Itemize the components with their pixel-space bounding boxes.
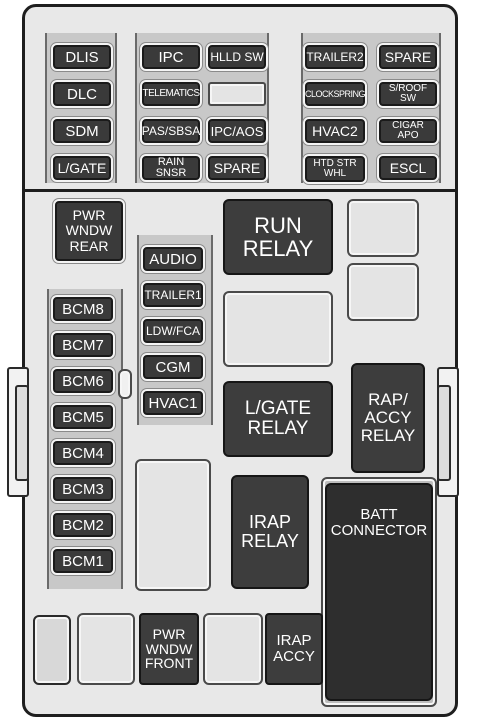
fuse-clockspring: CLOCKSPRING <box>305 82 366 106</box>
fuse-bcm7: BCM7 <box>53 333 113 357</box>
rap-accy-relay: RAP/ ACCY RELAY <box>351 363 425 473</box>
fuse-hlld-sw: HLLD SW <box>208 45 266 69</box>
fuse-bcm8: BCM8 <box>53 297 113 321</box>
fuse-spare-2: SPARE <box>379 45 437 69</box>
fuse-rain-snsr: RAIN SNSR <box>142 156 200 180</box>
fuse-dlc: DLC <box>53 82 111 106</box>
fuse-bcm3: BCM3 <box>53 477 113 501</box>
fuse-bcm6: BCM6 <box>53 369 113 393</box>
fuse-sdm: SDM <box>53 119 111 143</box>
fuse-trailer2: TRAILER2 <box>305 45 365 69</box>
fuse-hvac2: HVAC2 <box>305 119 365 143</box>
batt-connector: BATT CONNECTOR <box>325 483 433 701</box>
bottom-slot-3 <box>203 613 263 685</box>
left-latch-tab <box>15 385 29 481</box>
pwr-wndw-front-relay: PWR WNDW FRONT <box>139 613 199 685</box>
fuse-bcm5: BCM5 <box>53 405 113 429</box>
lgate-relay: L/GATE RELAY <box>223 381 333 457</box>
fuse-cgm: CGM <box>143 355 203 379</box>
fuse-bcm4: BCM4 <box>53 441 113 465</box>
fuse-spare-1: SPARE <box>208 156 266 180</box>
fuse-box-housing: DLIS DLC SDM L/GATE IPC TELEMATICS PAS/S… <box>7 4 459 717</box>
fuse-htd-str-whl: HTD STR WHL <box>305 156 365 182</box>
fuse-ipc: IPC <box>142 45 200 69</box>
bottom-slot-1 <box>33 615 71 685</box>
right-latch-tab <box>437 385 451 481</box>
fuse-ldw-fca: LDW/FCA <box>143 319 203 343</box>
fuse-lgate: L/GATE <box>53 156 111 180</box>
fuse-ipc-aos: IPC/AOS <box>208 119 266 143</box>
fuse-telematics: TELEMATICS <box>142 82 200 106</box>
fuse-bcm2: BCM2 <box>53 513 113 537</box>
fuse-escl: ESCL <box>379 156 437 180</box>
relay-slot-empty-1 <box>223 291 333 367</box>
large-slot-empty <box>135 459 211 591</box>
diode-slot <box>118 369 132 399</box>
run-relay: RUN RELAY <box>223 199 333 275</box>
fuse-dlis: DLIS <box>53 45 111 69</box>
fuse-cigar-apo: CIGAR APO <box>379 119 437 143</box>
fuse-trailer1: TRAILER1 <box>143 283 203 307</box>
irap-relay: IRAP RELAY <box>231 475 309 589</box>
irap-accy-relay: IRAP ACCY <box>265 613 323 685</box>
fuse-slot-empty <box>208 82 266 106</box>
fuse-pwr-wndw-rear: PWR WNDW REAR <box>55 201 123 261</box>
bottom-slot-2 <box>77 613 135 685</box>
mini-relay-slot-2 <box>347 263 419 321</box>
section-divider <box>25 189 455 192</box>
fuse-sroof-sw: S/ROOF SW <box>379 82 437 106</box>
fuse-hvac1: HVAC1 <box>143 391 203 415</box>
fuse-pas-sbsa: PAS/SBSA <box>142 119 200 143</box>
mini-relay-slot-1 <box>347 199 419 257</box>
fuse-bcm1: BCM1 <box>53 549 113 573</box>
fuse-audio: AUDIO <box>143 247 203 271</box>
